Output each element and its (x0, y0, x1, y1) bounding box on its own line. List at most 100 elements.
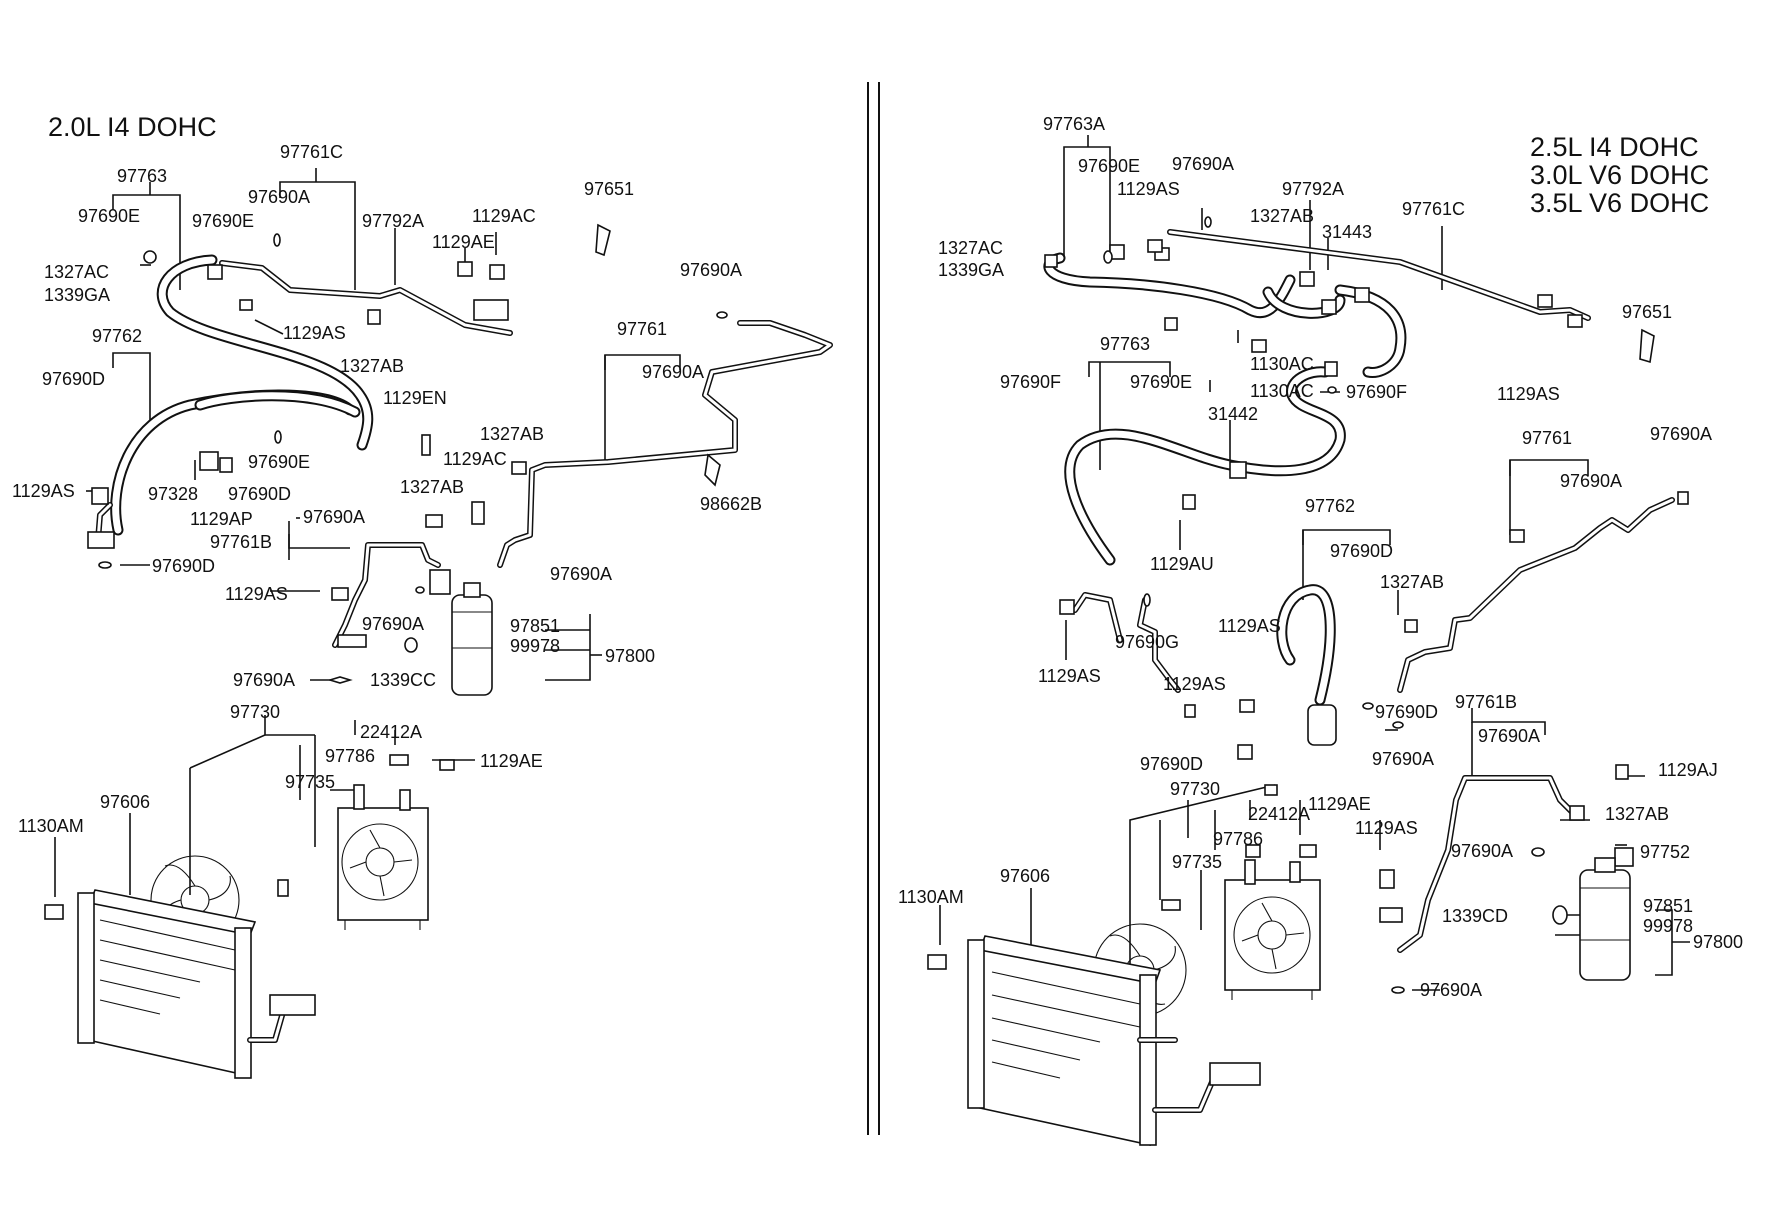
part-label: 97800 (1693, 932, 1743, 952)
part-label: 97690A (550, 564, 612, 584)
part-label: 31442 (1208, 404, 1258, 424)
part-label: 97800 (605, 646, 655, 666)
part-label: 1129AS (283, 323, 346, 343)
part-label: 31443 (1322, 222, 1372, 242)
part-label: 97690D (1375, 702, 1438, 722)
part-label: 22412A (1248, 804, 1310, 824)
part-label: 97690A (362, 614, 424, 634)
right-engine-header-line-3: 3.5L V6 DOHC (1530, 188, 1709, 218)
left-tubes (95, 260, 833, 648)
part-label: 97651 (584, 179, 634, 199)
right-receiver-drier (1579, 857, 1631, 981)
right-inline-drier (1307, 704, 1337, 746)
left-receiver-drier (451, 582, 493, 696)
part-label: 97786 (1213, 829, 1263, 849)
part-label: 97690G (1115, 632, 1179, 652)
right-small-parts (927, 216, 1689, 994)
part-label: 97690F (1346, 382, 1407, 402)
part-label: 97851 (510, 616, 560, 636)
part-label: 97690A (642, 362, 704, 382)
part-label: 1327AC (938, 238, 1003, 258)
part-label: 1129AE (432, 232, 495, 252)
part-label: 1129AS (225, 584, 288, 604)
part-label: 97690F (1000, 372, 1061, 392)
part-label: 1129AC (472, 206, 536, 226)
part-label: 1339GA (938, 260, 1004, 280)
part-label: 97761C (1402, 199, 1465, 219)
part-label: 1327AB (480, 424, 544, 444)
part-label: 97761B (210, 532, 272, 552)
part-label: 1327AC (44, 262, 109, 282)
part-label: 1129EN (383, 388, 447, 408)
part-label: 97690A (1560, 471, 1622, 491)
part-label: 97690A (303, 507, 365, 527)
part-label: 97752 (1640, 842, 1690, 862)
part-label: 1130AM (898, 887, 964, 907)
part-label: 97690A (1650, 424, 1712, 444)
part-label: 22412A (360, 722, 422, 742)
right-panel: 2.5L I4 DOHC 3.0L V6 DOHC 3.5L V6 DOHC (898, 114, 1743, 1146)
right-leader-lines (939, 135, 1690, 1000)
part-label: 1129AC (443, 449, 507, 469)
part-label: 97730 (230, 702, 280, 722)
part-label: 1327AB (340, 356, 404, 376)
part-label: 97690D (152, 556, 215, 576)
right-engine-header-line-1: 2.5L I4 DOHC (1530, 132, 1699, 162)
part-label: 97690A (1420, 980, 1482, 1000)
part-label: 97606 (100, 792, 150, 812)
part-label: 1327AB (1380, 572, 1444, 592)
part-label: 97690D (1140, 754, 1203, 774)
part-label: 1129AP (190, 509, 253, 529)
part-label: 1129AJ (1658, 760, 1718, 780)
part-label: 97690E (78, 206, 140, 226)
part-label: 97792A (1282, 179, 1344, 199)
part-label: 97690E (248, 452, 310, 472)
part-label: 1129AS (1355, 818, 1418, 838)
part-label: 1130AC (1250, 381, 1314, 401)
part-label: 1130AC (1250, 354, 1314, 374)
panel-divider (867, 82, 880, 1135)
part-label: 97690A (1172, 154, 1234, 174)
part-label: 97763 (117, 166, 167, 186)
part-label: 97690D (42, 369, 105, 389)
left-part-labels: 97763 97690E 97761C 97690A 97690E 97792A… (12, 142, 762, 836)
part-label: 97735 (1172, 852, 1222, 872)
part-label: 1129AS (12, 481, 75, 501)
right-hoses (1043, 252, 1407, 706)
left-small-parts (44, 223, 728, 920)
part-label: 97763A (1043, 114, 1105, 134)
part-label: 97690E (192, 211, 254, 231)
part-label: 1339GA (44, 285, 110, 305)
part-label: 97690A (233, 670, 295, 690)
part-label: 97690A (1451, 841, 1513, 861)
part-label: 97762 (92, 326, 142, 346)
part-label: 97690A (1372, 749, 1434, 769)
part-label: 97651 (1622, 302, 1672, 322)
part-label: 97762 (1305, 496, 1355, 516)
part-label: 97690E (1130, 372, 1192, 392)
part-label: 97763 (1100, 334, 1150, 354)
part-label: 97735 (285, 772, 335, 792)
part-label: 97606 (1000, 866, 1050, 886)
left-engine-header: 2.0L I4 DOHC (48, 112, 217, 142)
right-fan-shroud (1224, 859, 1321, 1000)
part-label: 1339CD (1442, 906, 1508, 926)
part-label: 97792A (362, 211, 424, 231)
part-label: 1129AE (480, 751, 543, 771)
part-label: 97328 (148, 484, 198, 504)
part-label: 1130AM (18, 816, 84, 836)
left-fan-shroud (337, 784, 429, 930)
part-label: 97761C (280, 142, 343, 162)
part-label: 97786 (325, 746, 375, 766)
part-label: 97690A (1478, 726, 1540, 746)
part-label: 1129AS (1163, 674, 1226, 694)
part-label: 1327AB (400, 477, 464, 497)
part-label: 99978 (510, 636, 560, 656)
part-label: 97690D (1330, 541, 1393, 561)
part-label: 97690A (248, 187, 310, 207)
right-tubes (1072, 229, 1675, 953)
part-label: 97761B (1455, 692, 1517, 712)
part-label: 97761 (617, 319, 667, 339)
part-label: 1129AS (1497, 384, 1560, 404)
